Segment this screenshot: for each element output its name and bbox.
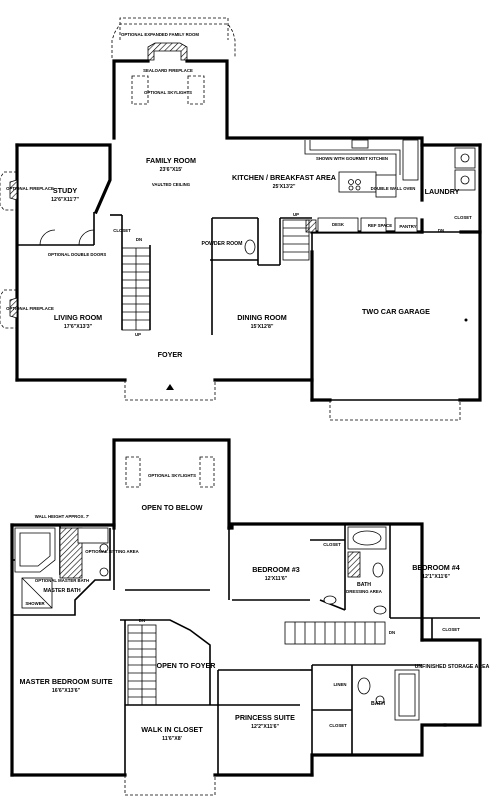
label-dn-main: DN — [139, 618, 145, 623]
label-dressing-area: DRESSING AREA — [346, 589, 382, 594]
label-see-through-fireplace: SEALOARD FIREPLACE — [143, 68, 193, 73]
first-floor-stairs — [121, 247, 151, 331]
label-optional-fireplace-living: OPTIONAL FIREPLACE — [6, 306, 54, 311]
label-study: STUDY — [53, 186, 78, 195]
label-walk-in-closet: WALK IN CLOSET — [141, 725, 203, 734]
first-floor-plan — [0, 17, 482, 421]
dryer — [454, 169, 476, 191]
label-bedroom4: BEDROOM #4 — [412, 563, 460, 572]
label-wall-height: WALL HEIGHT APPROX. 7' — [35, 514, 90, 519]
label-two-car-garage: TWO CAR GARAGE — [362, 307, 430, 316]
label-closet-b3: CLOSET — [323, 542, 341, 547]
label-master-suite: MASTER BEDROOM SUITE — [19, 677, 112, 686]
label-bath-center: BATH — [357, 582, 371, 588]
second-floor-interior-walls — [12, 524, 480, 775]
garage-steps — [282, 219, 310, 261]
label-bedroom3: BEDROOM #3 — [252, 565, 300, 574]
first-floor-exterior-walls — [15, 59, 482, 402]
label-optional-double-doors: OPTIONAL DOUBLE DOORS — [48, 252, 107, 257]
label-master-suite-dim: 16'6"X13'6" — [52, 688, 81, 694]
label-study-dim: 12'6"X11'7" — [51, 197, 79, 203]
label-bedroom3-dim: 12'X11'6" — [265, 576, 288, 582]
label-bath-princess: BATH — [371, 701, 385, 707]
skylight-left — [131, 75, 149, 105]
label-ref-space: REF SPACE — [368, 223, 392, 228]
first-floor-labels: OPTIONAL EXPANDED FAMILY ROOM SEALOARD F… — [6, 32, 472, 359]
label-optional-skylights-2: OPTIONAL SKYLIGHTS — [148, 473, 196, 478]
label-laundry: LAUNDRY — [425, 187, 460, 196]
double-door-swing-right — [78, 229, 95, 246]
label-living-room-dim: 17'6"X13'3" — [64, 324, 93, 330]
skylight-right-2 — [199, 456, 215, 488]
label-desk: DESK — [332, 222, 345, 227]
label-kitchen-dim: 25'X13'2" — [273, 184, 296, 190]
label-family-room: FAMILY ROOM — [146, 156, 196, 165]
label-dn-laundry: DN — [438, 228, 444, 233]
second-floor-porch-dashed — [124, 775, 216, 796]
skylight-left-2 — [125, 456, 141, 488]
label-shower: SHOWER — [25, 601, 45, 606]
label-optional-master-bath: OPTIONAL MASTER BATH — [35, 578, 89, 583]
label-double-wall-oven: DOUBLE WALL OVEN — [371, 186, 416, 191]
second-floor-stairs — [127, 624, 157, 706]
master-bath-fixtures — [14, 527, 109, 609]
kitchen-counters — [304, 139, 419, 233]
attic-stairs — [284, 621, 386, 645]
toilet-powder — [244, 239, 256, 255]
label-open-to-foyer: OPEN TO FOYER — [157, 661, 217, 670]
label-linen: LINEN — [334, 682, 347, 687]
label-optional-skylights-1: OPTIONAL SKYLIGHTS — [144, 90, 192, 95]
label-closet-princess: CLOSET — [329, 723, 347, 728]
label-dining-room: DINING ROOM — [237, 313, 287, 322]
label-bedroom4-dim: 12'1"X11'6" — [422, 574, 450, 580]
first-floor-interior-walls — [17, 212, 461, 335]
garage-door-dashed — [329, 400, 461, 421]
skylight-right — [187, 75, 205, 105]
label-master-bath: MASTER BATH — [43, 588, 81, 594]
label-princess-suite: PRINCESS SUITE — [235, 713, 295, 722]
label-living-room: LIVING ROOM — [54, 313, 102, 322]
center-bath-fixtures — [323, 526, 387, 615]
optional-expanded-family-room — [111, 17, 236, 58]
label-pantry: PANTRY — [399, 224, 416, 229]
label-walk-in-closet-dim: 11'6"X8' — [162, 736, 182, 742]
fireplace-hatched — [147, 42, 188, 61]
garage-post — [464, 318, 468, 322]
label-up-garage: UP — [293, 212, 299, 217]
second-floor-exterior-walls — [10, 438, 482, 777]
study-optional-fireplace-bumpout — [0, 171, 18, 211]
label-closet-laundry: CLOSET — [454, 215, 472, 220]
label-optional-fireplace-study: OPTIONAL FIREPLACE — [6, 186, 54, 191]
label-dining-room-dim: 15'X12'8" — [251, 324, 274, 330]
princess-bath-fixtures — [357, 669, 420, 721]
second-floor-labels: OPTIONAL SKYLIGHTS OPEN TO BELOW WALL HE… — [19, 473, 489, 742]
label-closet-b4: CLOSET — [442, 627, 460, 632]
second-floor-plan — [10, 438, 482, 796]
label-gourmet-kitchen: SHOWN WITH GOURMET KITCHEN — [316, 156, 388, 161]
label-optional-sitting-area: OPTIONAL SITTING AREA — [85, 549, 138, 554]
label-princess-suite-dim: 12'2"X11'6" — [251, 724, 279, 730]
front-porch — [124, 380, 216, 401]
label-powder-room: POWDER ROOM — [202, 241, 243, 247]
label-family-room-dim: 23'6"X15' — [160, 167, 183, 173]
living-optional-fireplace-bumpout — [0, 289, 18, 329]
label-dn-attic: DN — [389, 630, 395, 635]
double-door-swing-left — [39, 229, 56, 246]
label-closet-study: CLOSET — [113, 228, 131, 233]
label-up-stair: UP — [135, 332, 141, 337]
label-foyer: FOYER — [158, 350, 184, 359]
label-optional-family-room: OPTIONAL EXPANDED FAMILY ROOM — [121, 32, 199, 37]
label-open-to-below: OPEN TO BELOW — [142, 503, 203, 512]
label-vaulted-ceiling: VAULTED CEILING — [152, 182, 191, 187]
label-kitchen: KITCHEN / BREAKFAST AREA — [232, 173, 336, 182]
label-unfinished-storage: UNFINISHED STORAGE AREA — [415, 664, 490, 670]
washer — [454, 147, 476, 169]
label-dn-stair: DN — [136, 237, 142, 242]
